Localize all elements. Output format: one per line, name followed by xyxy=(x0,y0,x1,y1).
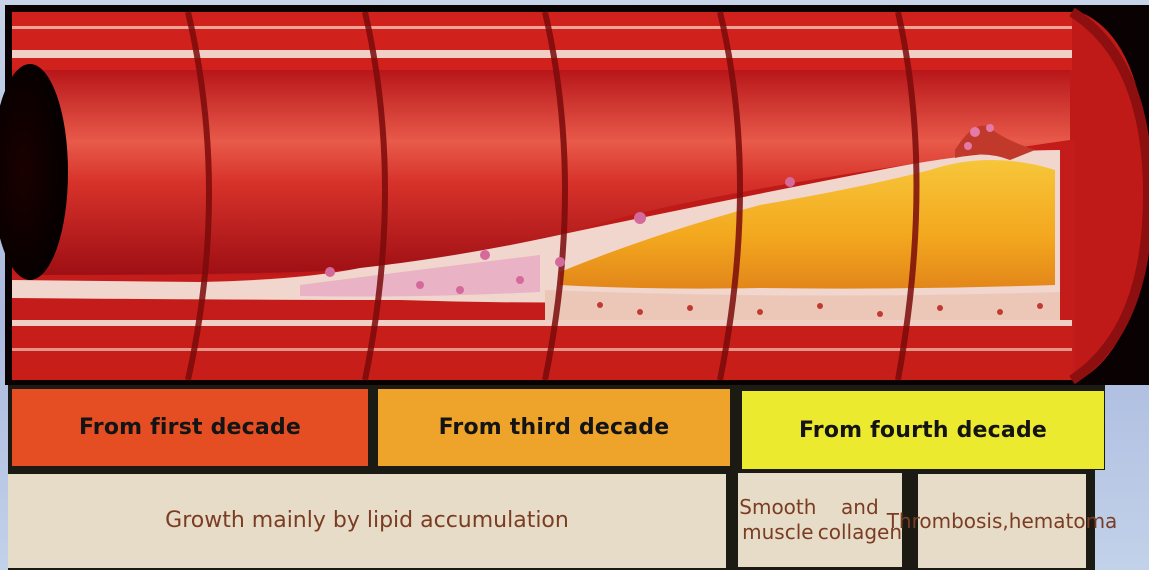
stage-first-decade: From first decade xyxy=(12,389,368,466)
upper-wall-elastic-line xyxy=(12,26,1072,29)
description-lipid-growth: Growth mainly by lipid accumulation xyxy=(8,474,726,568)
thrombus-cell xyxy=(964,142,972,150)
thrombus-cell xyxy=(970,127,980,137)
description-smooth-muscle: Smooth muscle and collagen xyxy=(738,473,902,567)
upper-wall-intima-line xyxy=(12,50,1072,58)
thrombus-cell xyxy=(986,124,994,132)
lower-wall-media xyxy=(12,325,1072,380)
description-smooth-muscle-line1: Smooth muscle xyxy=(738,495,818,545)
stage-fourth-decade: From fourth decade xyxy=(742,391,1104,469)
lower-wall-elastic-line xyxy=(12,348,1072,351)
description-thrombosis-line2: hematoma xyxy=(1009,509,1118,534)
description-thrombosis: Thrombosis, hematoma xyxy=(918,474,1086,568)
description-thrombosis-line1: Thrombosis, xyxy=(887,509,1009,534)
upper-wall xyxy=(12,12,1072,70)
stage-third-decade: From third decade xyxy=(378,389,730,466)
lower-wall-adventitia-line xyxy=(12,320,1072,326)
